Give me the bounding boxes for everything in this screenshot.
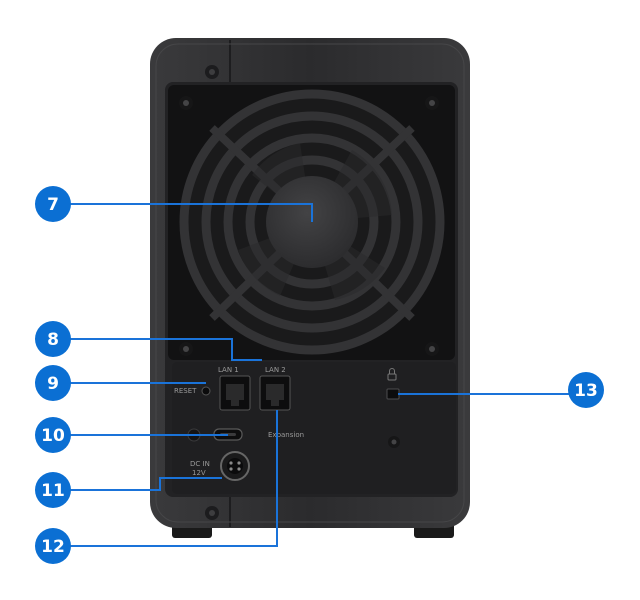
callout-line-11 — [70, 477, 222, 491]
reset-button[interactable] — [201, 386, 211, 396]
callout-line-8 — [70, 338, 262, 361]
lan-port-2[interactable] — [259, 375, 291, 411]
fan-screw-top-right — [425, 96, 439, 110]
chassis-screw-bottom — [205, 506, 219, 520]
lan1-label: LAN 1 — [218, 366, 239, 374]
callout-11-label: 11 — [41, 481, 65, 501]
fan-screw-bottom-left — [179, 342, 193, 356]
callout-11: 11 — [35, 472, 71, 508]
kensington-slot[interactable] — [386, 388, 400, 400]
power-port[interactable] — [220, 451, 250, 481]
callout-10: 10 — [35, 417, 71, 453]
expansion-label: Expansion — [268, 431, 304, 439]
callout-12-label: 12 — [41, 537, 65, 557]
io-area — [172, 362, 456, 494]
callout-lines — [70, 203, 582, 547]
fan-screw-bottom-right — [425, 342, 439, 356]
callout-12: 12 — [35, 528, 71, 564]
callout-7: 7 — [35, 186, 71, 222]
callout-13-label: 13 — [574, 381, 598, 401]
panel-screw-right — [388, 436, 400, 448]
callout-13: 13 — [568, 372, 604, 408]
kensington-lock-icon — [387, 368, 397, 381]
chassis-edge — [155, 43, 465, 523]
callout-8: 8 — [35, 321, 71, 357]
callout-9: 9 — [35, 365, 71, 401]
reset-label: RESET — [174, 387, 197, 395]
callout-10-label: 10 — [41, 426, 65, 446]
callout-7-label: 7 — [47, 195, 59, 215]
lan2-label: LAN 2 — [265, 366, 286, 374]
callout-8-label: 8 — [47, 330, 59, 350]
power-label: DC IN 12V — [190, 460, 212, 477]
callout-line-12 — [70, 410, 278, 547]
chassis-screw-top — [205, 65, 219, 79]
callout-line-7 — [70, 203, 313, 222]
lan-port-1[interactable] — [219, 375, 251, 411]
fan-screw-top-left — [179, 96, 193, 110]
callout-9-label: 9 — [47, 374, 59, 394]
